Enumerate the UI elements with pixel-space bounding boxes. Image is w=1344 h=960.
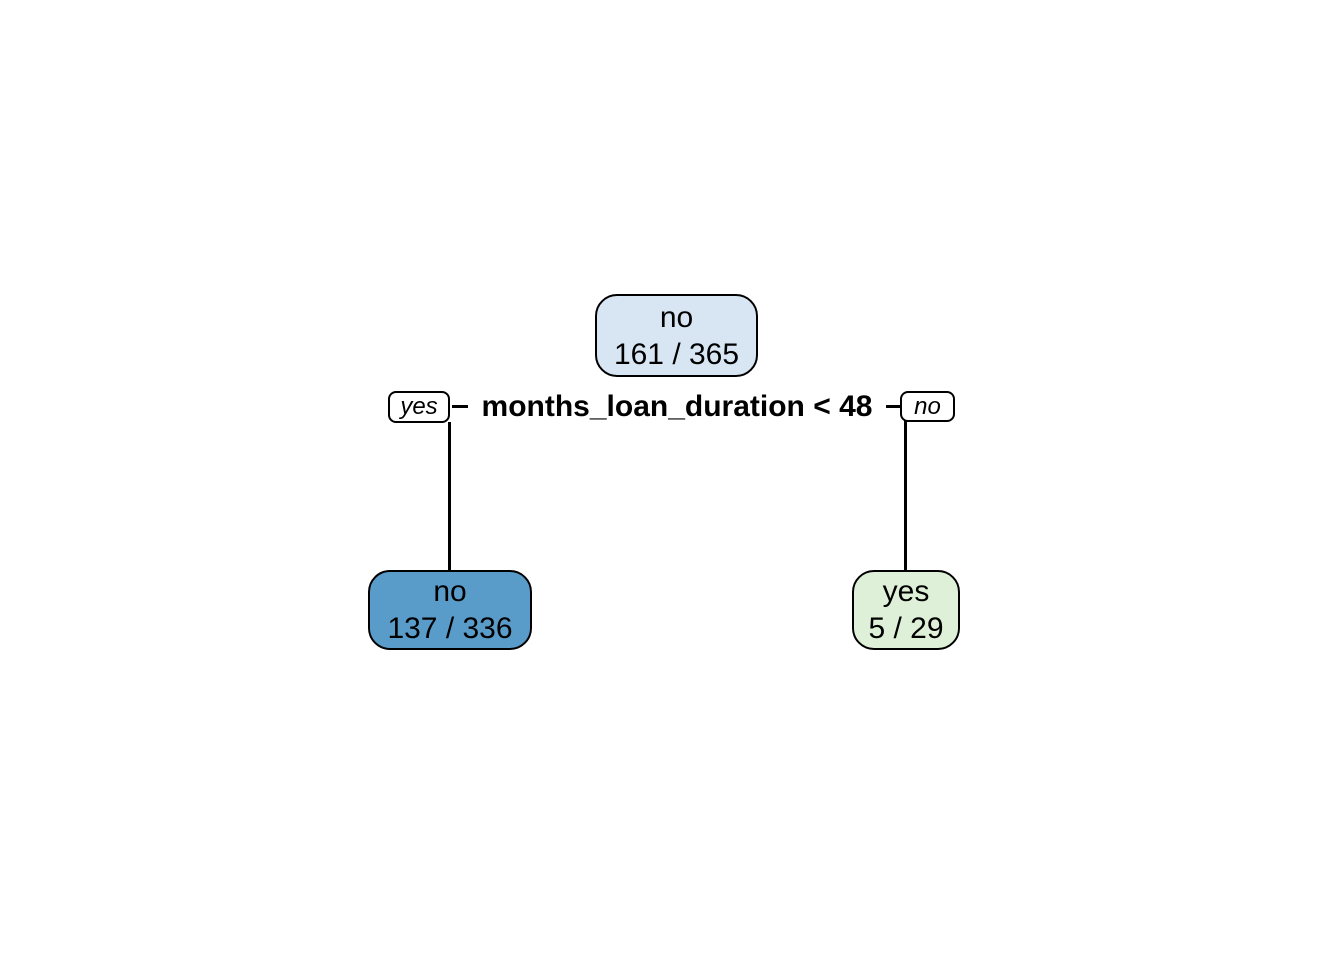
branch-label-yes: yes [388,391,450,423]
leaf-right-count: 5 / 29 [868,612,944,645]
connector-dash-right [886,405,900,408]
root-node: no 161 / 365 [595,294,758,377]
leaf-left-class-label: no [433,575,467,608]
leaf-right-class-label: yes [882,575,930,608]
leaf-left-count: 137 / 336 [387,612,513,645]
branch-line-left [448,422,451,570]
branch-label-no: no [900,391,955,422]
split-condition-label: months_loan_duration < 48 [481,390,873,423]
root-node-count: 161 / 365 [613,337,740,371]
branch-line-right [904,421,907,570]
leaf-node-left: no 137 / 336 [368,570,532,650]
leaf-node-right: yes 5 / 29 [852,570,960,650]
connector-dash-left [452,405,468,408]
root-node-class-label: no [659,300,694,334]
